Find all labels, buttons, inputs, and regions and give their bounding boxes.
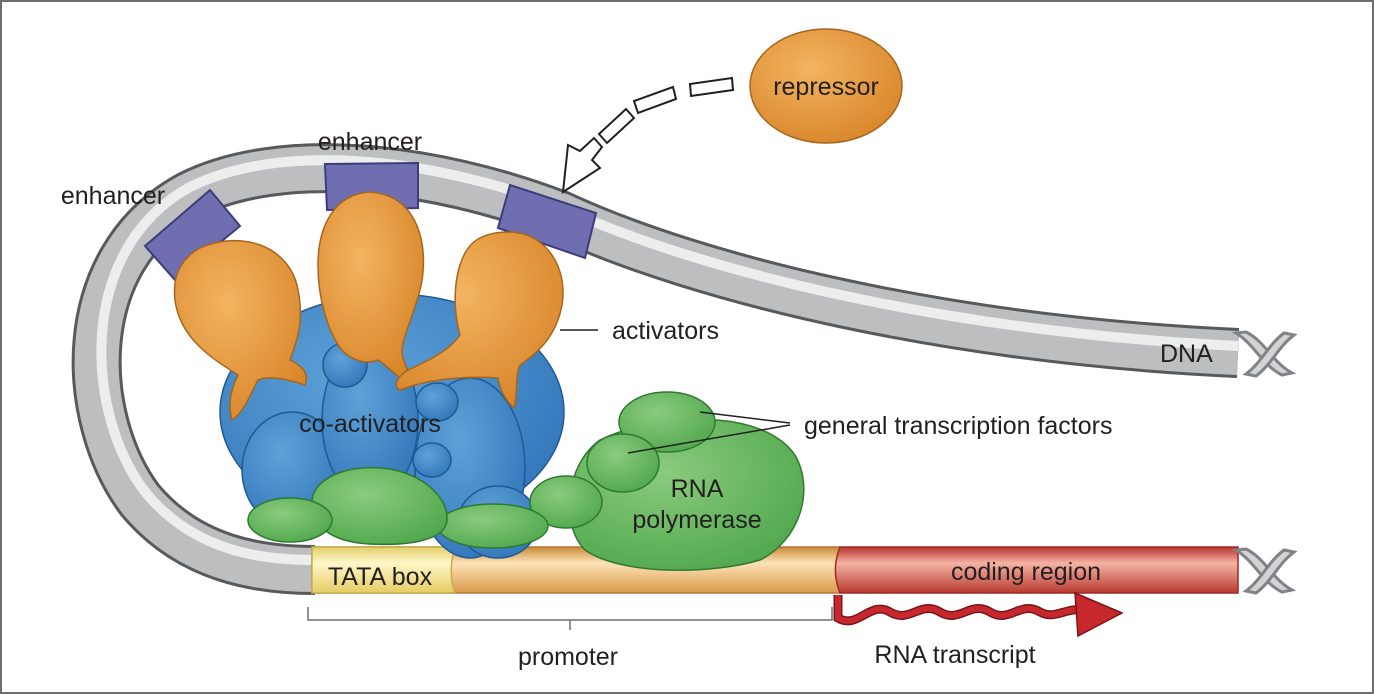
tata-box-label: TATA box bbox=[328, 563, 433, 591]
enhancer-top-label: enhancer bbox=[318, 128, 422, 156]
enhancer-band-left bbox=[143, 188, 242, 282]
dna-strand bbox=[71, 143, 1240, 595]
gtf-middle bbox=[586, 433, 660, 493]
general-transcription-factors-label: general transcription factors bbox=[804, 412, 1112, 440]
dna-helix-end-bottom bbox=[1231, 547, 1298, 595]
coding-region-label: coding region bbox=[951, 558, 1101, 586]
gtf-center bbox=[311, 466, 448, 546]
gtf-leader-line-2 bbox=[627, 424, 791, 454]
rna-polymerase-label-line2: polymerase bbox=[632, 506, 761, 534]
activator-right bbox=[395, 231, 564, 410]
general-transcription-factors bbox=[247, 391, 716, 549]
gtf-leader-line-1 bbox=[699, 411, 791, 424]
rna-transcript-label: RNA transcript bbox=[874, 641, 1035, 669]
repressor-protein bbox=[749, 28, 903, 144]
rna-polymerase-label-line1: RNA bbox=[671, 475, 724, 503]
promoter-label: promoter bbox=[518, 643, 618, 671]
coding-region-segment bbox=[834, 546, 1239, 594]
co-activators-label: co-activators bbox=[299, 410, 441, 438]
repressor-label: repressor bbox=[773, 73, 879, 101]
dna-helix-end-top bbox=[1231, 330, 1298, 378]
promoter-bracket bbox=[307, 607, 833, 630]
activator-left bbox=[173, 239, 307, 422]
dna-label: DNA bbox=[1160, 340, 1213, 368]
repressor-arrow bbox=[561, 76, 735, 194]
activators bbox=[173, 191, 564, 422]
gtf-bottom-right bbox=[437, 503, 549, 549]
activator-middle bbox=[317, 191, 425, 381]
enhancer-left-label: enhancer bbox=[61, 182, 165, 210]
rna-transcript-arrow bbox=[833, 591, 1124, 638]
gtf-top bbox=[618, 391, 716, 453]
gtf-small bbox=[529, 475, 603, 529]
activators-label: activators bbox=[612, 317, 719, 345]
enhancer-band-right bbox=[496, 183, 598, 260]
gtf-left bbox=[247, 497, 333, 543]
